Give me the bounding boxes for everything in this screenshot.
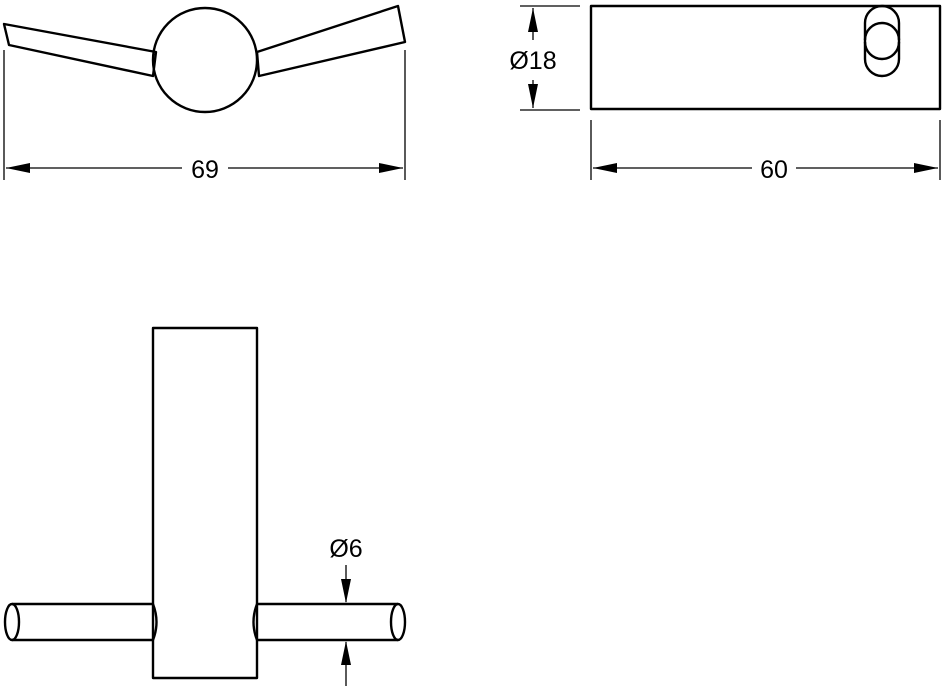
top-view-arrow-right: [379, 163, 403, 173]
front-view-left-pin-junction: [151, 603, 158, 641]
side-view-length-arrow-right: [914, 163, 938, 173]
front-view-right-pin-junction: [252, 603, 259, 641]
side-view-pin-arc-lower: [863, 41, 901, 61]
side-view-diameter-arrow-bottom: [528, 84, 538, 108]
side-view-length-arrow-left: [593, 163, 617, 173]
top-view-arrow-left: [6, 163, 30, 173]
side-view-diameter-label: Ø18: [509, 47, 556, 75]
top-view-hub-circle: [151, 6, 259, 114]
front-view-right-pin-end: [389, 602, 407, 642]
top-view-left-arm: [2, 22, 158, 78]
side-view-pin-slot: [863, 4, 901, 78]
top-view-width-label: 69: [191, 156, 219, 184]
top-view: 69: [2, 4, 407, 184]
side-view-body: [589, 4, 942, 111]
side-view-length-label: 60: [760, 156, 788, 184]
front-view-pin-diameter-arrow-top: [341, 579, 351, 603]
side-view-diameter-arrow-top: [528, 8, 538, 32]
front-view-pin-diameter-label: Ø6: [329, 535, 362, 563]
side-view: Ø18 60: [509, 4, 942, 184]
front-view-left-pin-end: [3, 602, 21, 642]
side-view-pin-arc-upper: [863, 21, 901, 41]
front-view: Ø6: [3, 326, 407, 686]
top-view-right-arm: [255, 4, 407, 78]
front-view-pin-diameter-arrow-bottom: [341, 641, 351, 665]
front-view-body: [151, 326, 259, 680]
